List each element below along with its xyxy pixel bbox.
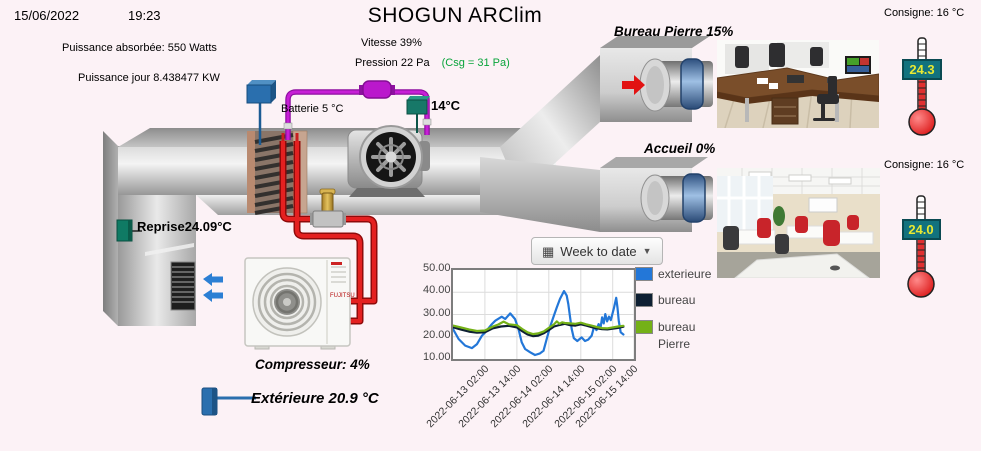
legend-item-bureau[interactable]: bureau [635, 292, 715, 309]
compressor-label: Compresseur: 4% [255, 357, 370, 372]
legend-item-bureau-pierre[interactable]: bureau Pierre [635, 319, 715, 354]
battery-sensor-icon [246, 80, 276, 145]
pressure-label: Pression 22 Pa [355, 57, 430, 69]
setpoint-bureau-pierre-label: Consigne: 16 °C [884, 7, 965, 19]
outdoor-temp-label: Extérieure 20.9 °C [251, 390, 379, 407]
date-range-label: Week to date [560, 243, 637, 259]
airflow-arrow-icon [622, 75, 645, 95]
chart-legend: exterieure bureau bureau Pierre [635, 266, 715, 363]
y-tick-label: 30.00 [423, 306, 451, 319]
chart-plot-area [451, 268, 636, 361]
legend-label: bureau [658, 293, 696, 308]
legend-swatch [635, 293, 653, 308]
calendar-icon: ▦ [542, 243, 555, 259]
hvac-duct-diagram: FUJITSU [103, 36, 713, 350]
legend-swatch [635, 319, 653, 334]
date-field: 15/06/2022 [14, 8, 80, 23]
supply-temp-sensor-icon [406, 96, 430, 133]
fujitsu-logo: FUJITSU [330, 293, 355, 299]
power-daily-label: Puissance jour 8.438477 KW [78, 72, 220, 84]
intake-arrows-icon [203, 273, 223, 302]
setpoint-accueil-label: Consigne: 16 °C [884, 159, 965, 171]
date-range-button[interactable]: ▦ Week to date ▼ [531, 237, 663, 265]
y-tick-label: 50.00 [423, 262, 451, 274]
time-field: 19:23 [128, 8, 161, 23]
thermometer-bureau-pierre: 24.3 [902, 37, 942, 136]
return-temp-label: Reprise24.09°C [137, 219, 232, 234]
outdoor-sensor-icon [201, 387, 256, 416]
outlet-bureau-pierre [600, 36, 713, 122]
thermometer-accueil: 24.0 [902, 195, 941, 298]
battery-temp-label: Batterie 5 °C [281, 103, 344, 115]
expansion-valve-icon [310, 188, 346, 228]
condensing-unit: FUJITSU [244, 257, 355, 350]
fan-speed-label: Vitesse 39% [361, 37, 422, 49]
return-temp-sensor-icon [116, 219, 142, 242]
y-tick-label: 10.00 [423, 351, 451, 363]
y-tick-label: 40.00 [423, 284, 451, 297]
refrigerant-pipes [279, 141, 378, 325]
pressure-sensor-loop [283, 80, 432, 140]
legend-label: bureau Pierre [658, 319, 696, 352]
zone-bureau-pierre-label: Bureau Pierre 15% [614, 24, 734, 39]
pressure-setpoint-label: (Csg = 31 Pa) [441, 57, 510, 69]
page-title: SHOGUN ARClim [367, 4, 543, 27]
outlet-accueil [600, 157, 713, 232]
supply-fan-icon [347, 125, 430, 197]
bureau-pierre-photo [717, 40, 879, 128]
chevron-down-icon: ▼ [642, 246, 652, 256]
thermometer-value: 24.3 [909, 62, 934, 77]
y-tick-label: 20.00 [423, 328, 451, 341]
return-grille-icon [170, 261, 196, 311]
legend-item-exterieure[interactable]: exterieure [635, 266, 715, 283]
trend-chart-panel: ▦ Week to date ▼ 50.00 40.00 30.00 20.00 10.… [423, 236, 715, 446]
zone-accueil-label: Accueil 0% [644, 141, 716, 156]
legend-swatch [635, 267, 653, 281]
supply-temp-label: 14°C [431, 98, 461, 113]
pressure-valve-icon [359, 80, 395, 99]
accueil-photo [717, 168, 880, 278]
power-absorbed-label: Puissance absorbée: 550 Watts [62, 42, 217, 54]
legend-label: exterieure [658, 267, 712, 281]
pressure-row: Pression 22 Pa (Csg = 31 Pa) [355, 57, 510, 69]
chart-lines [451, 270, 635, 359]
thermometer-value: 24.0 [908, 222, 933, 237]
